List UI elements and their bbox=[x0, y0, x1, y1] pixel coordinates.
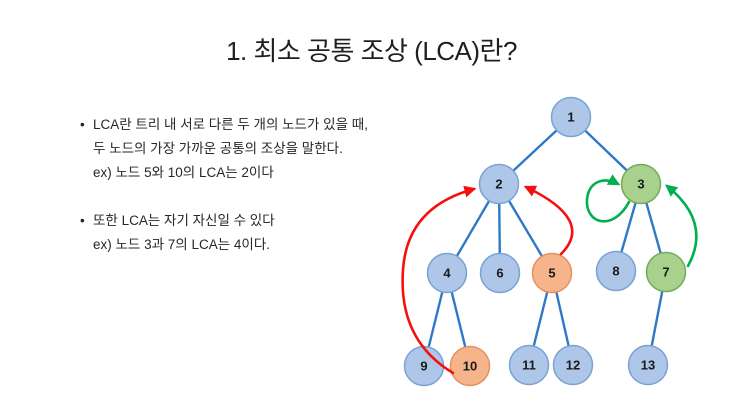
bullet-item: • 또한 LCA는 자기 자신일 수 있다 ex) 노드 3과 7의 LCA는 … bbox=[80, 209, 425, 257]
tree-node-3: 3 bbox=[620, 163, 662, 205]
slide-title: 1. 최소 공통 조상 (LCA)란? bbox=[226, 36, 517, 66]
tree-node-9: 9 bbox=[403, 345, 445, 387]
tree-node-label: 8 bbox=[612, 264, 619, 279]
tree-node-label: 6 bbox=[496, 266, 503, 281]
self-loop-3 bbox=[585, 174, 631, 223]
tree-node-12: 12 bbox=[552, 344, 594, 386]
tree-node-label: 5 bbox=[548, 266, 555, 281]
tree-node-label: 4 bbox=[443, 266, 451, 281]
tree-node-label: 7 bbox=[662, 265, 669, 280]
tree-node-7: 7 bbox=[645, 251, 687, 293]
bullet-dot: • bbox=[80, 213, 85, 228]
tree-node-11: 11 bbox=[508, 344, 550, 386]
tree-node-8: 8 bbox=[595, 250, 637, 292]
tree-node-label: 13 bbox=[641, 358, 655, 373]
bullet-line: 또한 LCA는 자기 자신일 수 있다 bbox=[93, 213, 275, 228]
tree-node-label: 12 bbox=[566, 358, 580, 373]
bullet-line: 두 노드의 가장 가까운 공통의 조상을 말한다. bbox=[93, 141, 343, 156]
tree-node-label: 10 bbox=[463, 359, 477, 374]
tree-node-10: 10 bbox=[449, 345, 491, 387]
tree-node-6: 6 bbox=[479, 252, 521, 294]
tree-node-2: 2 bbox=[478, 163, 520, 205]
tree-node-label: 2 bbox=[495, 177, 502, 192]
tree-node-label: 1 bbox=[567, 110, 574, 125]
tree-node-5: 5 bbox=[531, 252, 573, 294]
bullet-item: • LCA란 트리 내 서로 다른 두 개의 노드가 있을 때, 두 노드의 가… bbox=[80, 113, 425, 185]
tree-node-1: 1 bbox=[550, 96, 592, 138]
bullet-dot: • bbox=[80, 117, 85, 132]
bullet-list: • LCA란 트리 내 서로 다른 두 개의 노드가 있을 때, 두 노드의 가… bbox=[80, 113, 425, 257]
bullet-line: LCA란 트리 내 서로 다른 두 개의 노드가 있을 때, bbox=[93, 117, 368, 132]
bullet-line: ex) 노드 5와 10의 LCA는 2이다 bbox=[93, 165, 274, 180]
tree-node-4: 4 bbox=[426, 252, 468, 294]
tree-node-label: 3 bbox=[637, 177, 644, 192]
arrow-5-to-2 bbox=[523, 185, 574, 256]
arrow-7-to-3 bbox=[665, 184, 698, 268]
arrow-10-to-2 bbox=[401, 185, 477, 375]
bullet-line: ex) 노드 3과 7의 LCA는 4이다. bbox=[93, 237, 270, 252]
tree-node-label: 9 bbox=[420, 359, 427, 374]
tree-node-13: 13 bbox=[627, 344, 669, 386]
tree-node-label: 11 bbox=[522, 358, 536, 373]
